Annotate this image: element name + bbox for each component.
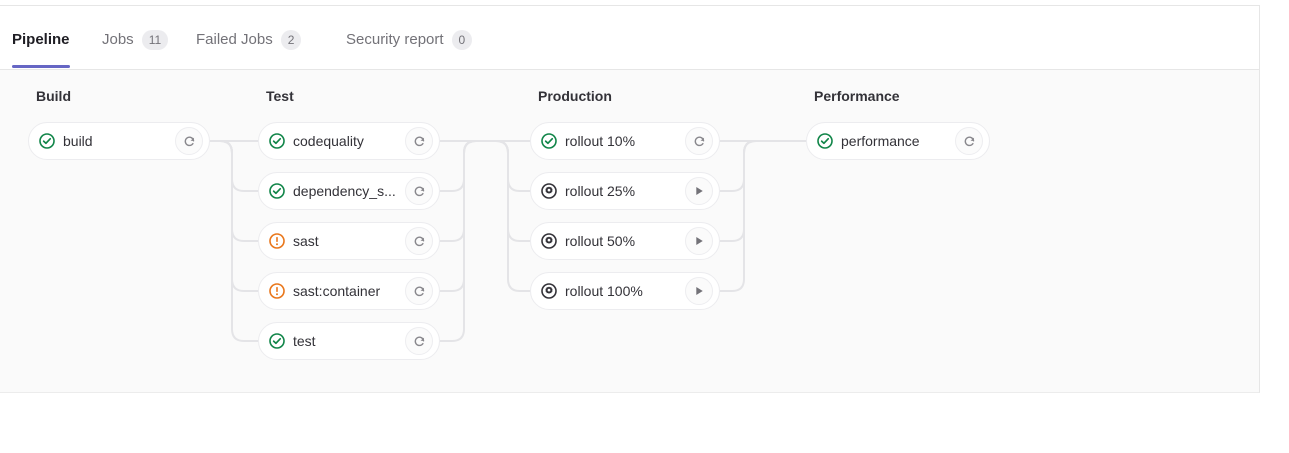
connector-line <box>440 140 477 292</box>
retry-action-button[interactable] <box>405 177 433 205</box>
job-card[interactable]: sast <box>258 222 440 260</box>
tab-label: Security report <box>346 31 444 48</box>
job-name: sast <box>293 233 319 249</box>
job-card[interactable]: rollout 10% <box>530 122 720 160</box>
job-card[interactable]: rollout 50% <box>530 222 720 260</box>
connector-line <box>440 140 477 192</box>
job-card[interactable]: rollout 100% <box>530 272 720 310</box>
stage-title: Production <box>538 88 612 104</box>
status-manual-icon <box>541 283 557 299</box>
tab-label: Failed Jobs <box>196 31 273 48</box>
stage-title: Test <box>266 88 294 104</box>
connector-line <box>495 140 530 242</box>
status-success-icon <box>269 333 285 349</box>
retry-action-button[interactable] <box>405 127 433 155</box>
retry-action-button[interactable] <box>175 127 203 155</box>
job-name: dependency_s... <box>293 183 396 199</box>
retry-action-button[interactable] <box>405 227 433 255</box>
active-tab-underline <box>12 65 70 68</box>
retry-icon <box>414 186 424 196</box>
connector-line <box>720 140 806 192</box>
tab-label: Jobs <box>102 31 134 48</box>
play-action-button[interactable] <box>685 277 713 305</box>
stage-column-production: Production rollout 10% rollout 25% rollout … <box>530 70 720 392</box>
tab-bar: Pipeline Jobs 11 Failed Jobs 2 Security repor… <box>0 6 1259 70</box>
status-success-icon <box>269 133 285 149</box>
stage-column-build: Build build <box>28 70 210 392</box>
pipeline-card: Pipeline Jobs 11 Failed Jobs 2 Security repor… <box>0 5 1260 393</box>
retry-action-button[interactable] <box>685 127 713 155</box>
job-card[interactable]: performance <box>806 122 990 160</box>
job-name: build <box>63 133 93 149</box>
connector-line <box>440 140 477 242</box>
status-manual-icon <box>541 183 557 199</box>
tab-count-badge: 11 <box>141 30 169 50</box>
status-manual-icon <box>541 233 557 249</box>
status-success-icon <box>39 133 55 149</box>
status-success-icon <box>817 133 833 149</box>
connector-line <box>495 140 530 292</box>
play-icon <box>696 236 703 246</box>
status-success-icon <box>269 183 285 199</box>
job-name: rollout 10% <box>565 133 636 149</box>
connector-line <box>440 140 477 342</box>
job-name: rollout 50% <box>565 233 636 249</box>
play-icon <box>696 186 703 196</box>
tab-jobs[interactable]: Jobs 11 <box>102 30 169 68</box>
tab-label: Pipeline <box>12 31 70 48</box>
play-icon <box>696 286 703 296</box>
job-card[interactable]: dependency_s... <box>258 172 440 210</box>
stage-column-performance: Performance performance <box>806 70 990 392</box>
retry-icon <box>414 336 424 346</box>
job-card[interactable]: test <box>258 322 440 360</box>
job-name: rollout 25% <box>565 183 636 199</box>
pipeline-graph: Build build Test codequality dependency_s...… <box>0 70 1259 392</box>
play-action-button[interactable] <box>685 177 713 205</box>
connector-line <box>720 140 806 242</box>
connector-line <box>720 140 806 292</box>
job-card[interactable]: build <box>28 122 210 160</box>
tab-pipeline[interactable]: Pipeline <box>12 30 70 68</box>
retry-action-button[interactable] <box>955 127 983 155</box>
job-name: test <box>293 333 316 349</box>
retry-icon <box>414 136 424 146</box>
stage-column-test: Test codequality dependency_s...sast sast:c… <box>258 70 440 392</box>
stage-title: Performance <box>814 88 900 104</box>
job-card[interactable]: codequality <box>258 122 440 160</box>
retry-icon <box>414 236 424 246</box>
job-name: performance <box>841 133 920 149</box>
retry-icon <box>964 136 974 146</box>
tab-security-report[interactable]: Security report 0 <box>346 30 473 68</box>
stage-title: Build <box>36 88 71 104</box>
connector-line <box>210 140 258 192</box>
connector-line <box>210 140 258 292</box>
status-warning-icon <box>269 283 285 299</box>
job-card[interactable]: sast:container <box>258 272 440 310</box>
connector-line <box>495 140 530 192</box>
job-name: codequality <box>293 133 364 149</box>
play-action-button[interactable] <box>685 227 713 255</box>
tab-count-badge: 2 <box>280 30 302 50</box>
tab-failed-jobs[interactable]: Failed Jobs 2 <box>196 30 302 68</box>
job-card[interactable]: rollout 25% <box>530 172 720 210</box>
status-success-icon <box>541 133 557 149</box>
retry-icon <box>694 136 704 146</box>
retry-action-button[interactable] <box>405 277 433 305</box>
job-name: sast:container <box>293 283 381 299</box>
connector-line <box>210 140 258 342</box>
retry-icon <box>414 286 424 296</box>
connector-line <box>210 140 258 242</box>
tab-count-badge: 0 <box>451 30 473 50</box>
job-name: rollout 100% <box>565 283 643 299</box>
retry-icon <box>184 136 194 146</box>
retry-action-button[interactable] <box>405 327 433 355</box>
status-warning-icon <box>269 233 285 249</box>
